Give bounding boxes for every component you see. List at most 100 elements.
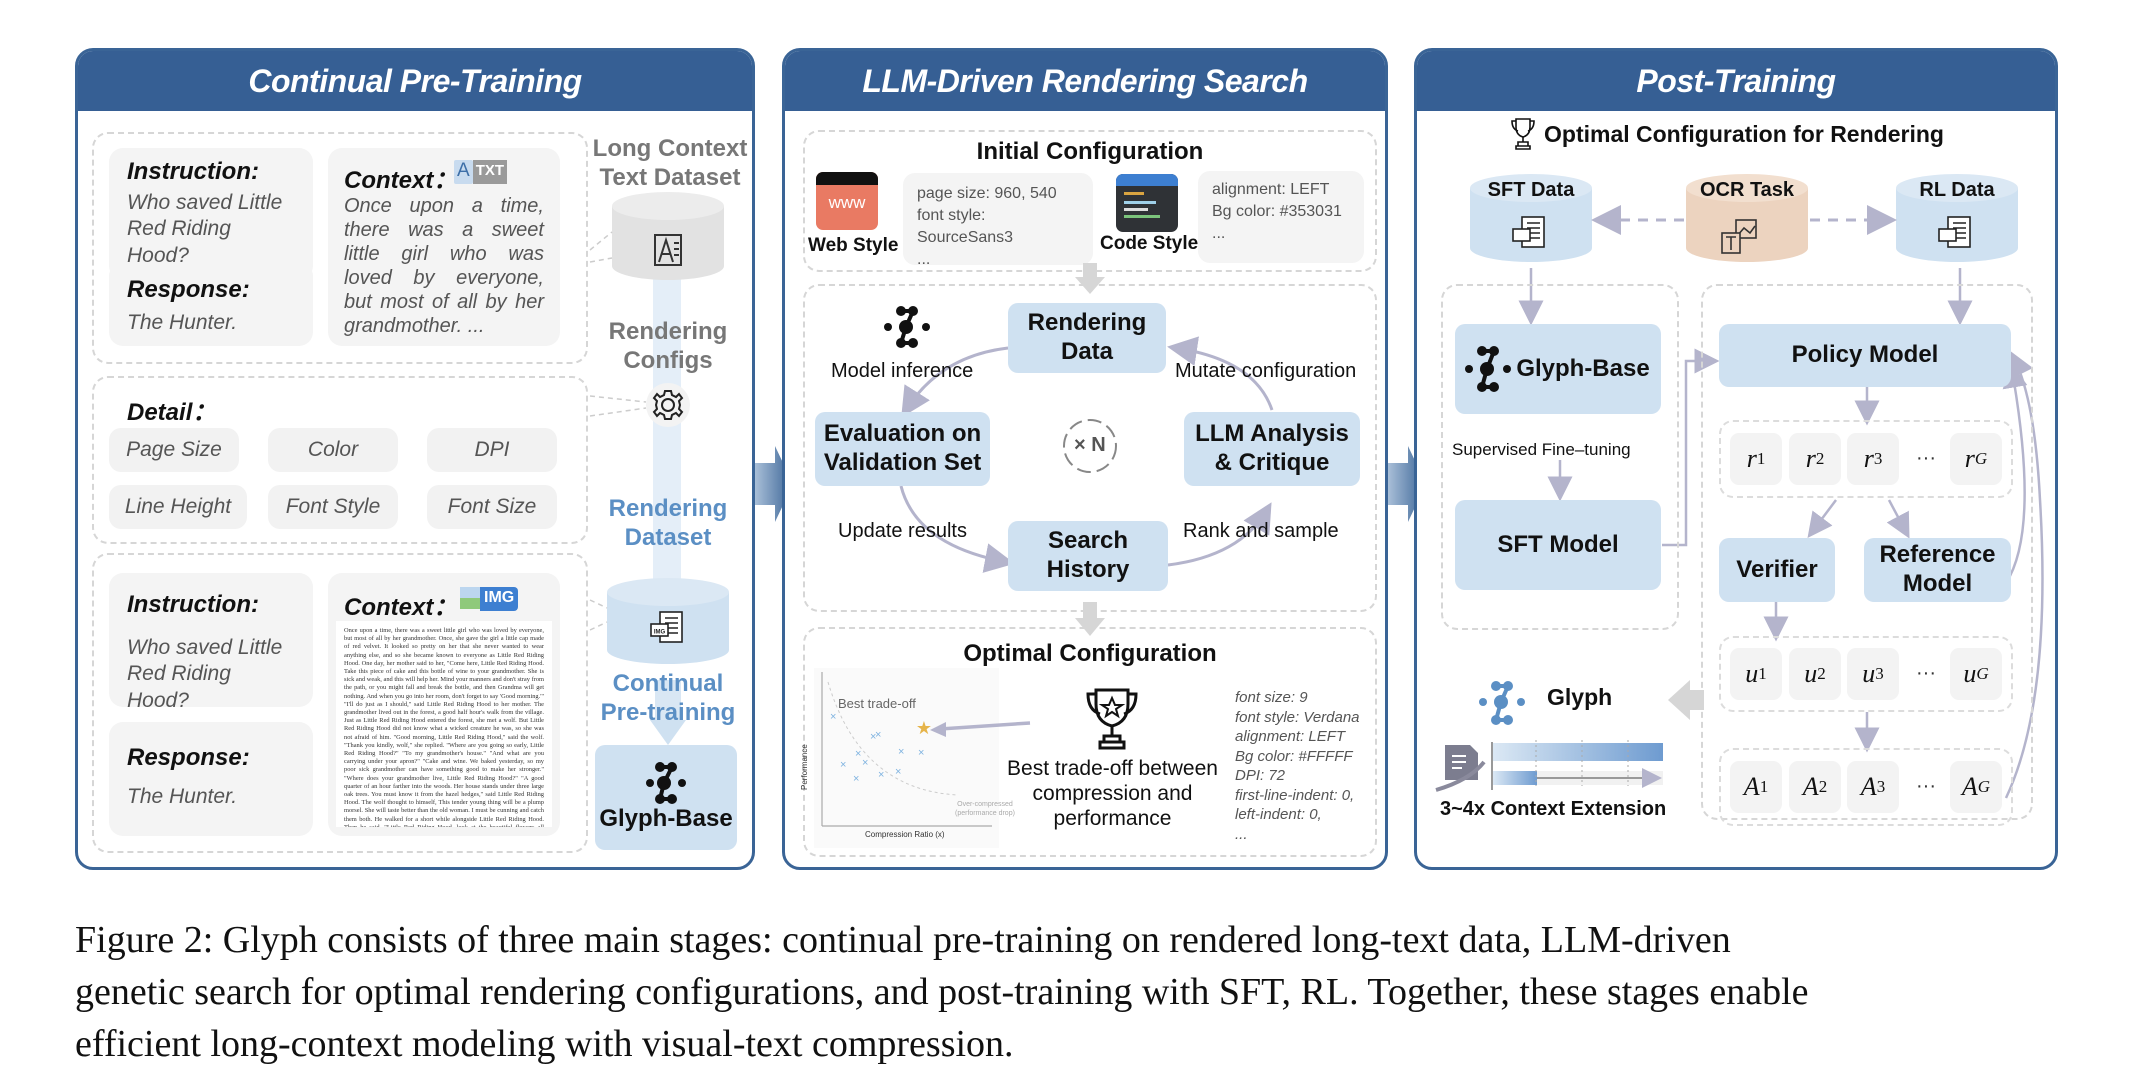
chart-overcompressed: Over-compressed xyxy=(957,801,1013,808)
chart-point: × xyxy=(862,757,868,769)
rendering-data-box: Rendering Data xyxy=(1008,303,1166,373)
image-sample-group xyxy=(92,553,588,853)
code-style-icon xyxy=(1116,174,1178,232)
code-config-bubble: alignment: LEFT Bg color: #353031 ... xyxy=(1198,171,1364,263)
img-doc-text: IMG xyxy=(654,630,666,636)
instruction-text: Who saved Little Red Riding Hood? xyxy=(127,636,283,712)
reference-model-box: Reference Model xyxy=(1864,538,2011,602)
chart-xlabel: Compression Ratio (x) xyxy=(865,830,945,839)
config-line: ... xyxy=(1212,225,1226,242)
mutate-label: Mutate configuration xyxy=(1175,360,1357,382)
chart-point: × xyxy=(875,729,881,741)
context-text: Once upon a time, there was a sweet litt… xyxy=(344,195,544,337)
optimal-rendering-heading: Optimal Configuration for Rendering xyxy=(1510,117,1944,151)
chart-point: × xyxy=(830,711,836,723)
sft-label: Supervised Fine–tuning xyxy=(1452,440,1631,460)
img-icon-badge: IMG xyxy=(480,587,519,611)
code-style-label: Code Style xyxy=(1100,233,1199,254)
ellipsis: ··· xyxy=(1916,447,1936,469)
rewards-group xyxy=(1719,636,2013,712)
text-sample-group xyxy=(92,132,588,364)
config-line: DPI: 72 xyxy=(1235,767,1286,784)
ocr-transform-icon xyxy=(1721,219,1757,254)
config-line: page size: 960, 540 xyxy=(917,185,1057,202)
glyph-base-label: Glyph-Base xyxy=(599,805,733,833)
repeat-cycle-icon xyxy=(1063,419,1117,473)
figure-caption-line: genetic search for optimal rendering con… xyxy=(75,971,1809,1013)
flow-arrow-head-lower xyxy=(650,720,686,745)
chart-point: × xyxy=(898,746,904,758)
response-text: The Hunter. xyxy=(127,311,238,334)
config-line: font style: SourceSans3 xyxy=(917,207,1014,246)
chart-best-label: Best trade-off xyxy=(838,696,916,711)
context-label: Context： xyxy=(344,594,458,621)
star-icon: ★ xyxy=(916,718,932,738)
arrow-update-results xyxy=(899,485,1015,573)
glyph-base-label: Glyph-Base xyxy=(1516,354,1650,382)
chart-point: × xyxy=(855,748,861,760)
connector-lines xyxy=(589,231,613,263)
chart-point: × xyxy=(870,731,876,743)
image-document-icon xyxy=(1512,216,1971,248)
document-growth-icon xyxy=(1435,745,1486,792)
policy-model-box: Policy Model xyxy=(1719,324,2011,387)
detail-chip: Color xyxy=(268,428,398,472)
response-card: Response: The Hunter. xyxy=(109,262,313,346)
instruction-label: Instruction: xyxy=(127,158,259,185)
detail-group xyxy=(92,376,588,544)
trophy-caption: Best trade-off between compression and p… xyxy=(1007,757,1218,830)
sft-group xyxy=(1441,284,1679,630)
config-line: alignment: LEFT xyxy=(1235,728,1346,745)
advantages-group xyxy=(1719,748,2013,826)
detail-chip: Font Style xyxy=(268,485,398,529)
config-line: font style: Verdana xyxy=(1235,708,1360,726)
original-context-bar xyxy=(1493,771,1537,785)
to-glyph-arrow xyxy=(1668,680,1704,720)
detail-label: Detail： xyxy=(127,399,217,426)
chart-point: × xyxy=(853,773,859,785)
sft-to-policy-arrow xyxy=(1662,348,1720,547)
best-tradeoff-arrowhead xyxy=(930,722,946,737)
extended-context-bar xyxy=(1493,743,1663,761)
config-line: font size: 9 xyxy=(1235,689,1308,706)
glyph-logo-icon xyxy=(1479,681,1525,725)
arrow-mutate xyxy=(1167,336,1274,411)
image-document-icon xyxy=(650,611,683,643)
response-text: The Hunter. xyxy=(127,785,238,808)
context-card-img: Context： IMG Once upon a time, there was… xyxy=(328,573,560,836)
panel-title: Post-Training xyxy=(1417,51,2055,111)
trophy-icon xyxy=(1086,688,1138,750)
ocr-task-cylinder xyxy=(1686,174,1808,262)
rollouts-to-reference-arrow xyxy=(1886,499,1910,539)
optimal-rendering-label: Optimal Configuration for Rendering xyxy=(1544,120,1944,147)
instruction-card: Instruction: Who saved Little Red Riding… xyxy=(109,148,313,280)
glyph-base-box: Glyph-Base xyxy=(1455,324,1661,414)
www-text: www xyxy=(828,193,866,212)
txt-file-icon: A TXT xyxy=(454,160,508,184)
config-line: ... xyxy=(917,251,931,268)
config-line: Bg color: #FFFFF xyxy=(1235,747,1353,765)
arrow-rank-sample xyxy=(1167,502,1272,567)
chart-point: × xyxy=(895,766,901,778)
rendered-page-image: Once upon a time, there was a sweet litt… xyxy=(336,621,552,827)
context-label: Context： xyxy=(344,167,458,194)
search-history-box: Search History xyxy=(1008,521,1168,591)
glyph-logo-icon xyxy=(646,762,686,805)
rendering-configs-label: Rendering Configs xyxy=(608,318,728,374)
detail-chip: DPI xyxy=(427,428,557,472)
config-line: ... xyxy=(1235,825,1248,843)
best-tradeoff-arrow xyxy=(939,721,1031,731)
text-document-icon xyxy=(654,234,682,266)
optimal-config-list: font size: 9 font style: Verdana alignme… xyxy=(1235,688,1360,844)
figure-caption-line: efficient long-context modeling with vis… xyxy=(75,1023,1014,1065)
instruction-card-img: Instruction: Who saved Little Red Riding… xyxy=(109,573,313,712)
trophy-icon xyxy=(1511,118,1535,150)
